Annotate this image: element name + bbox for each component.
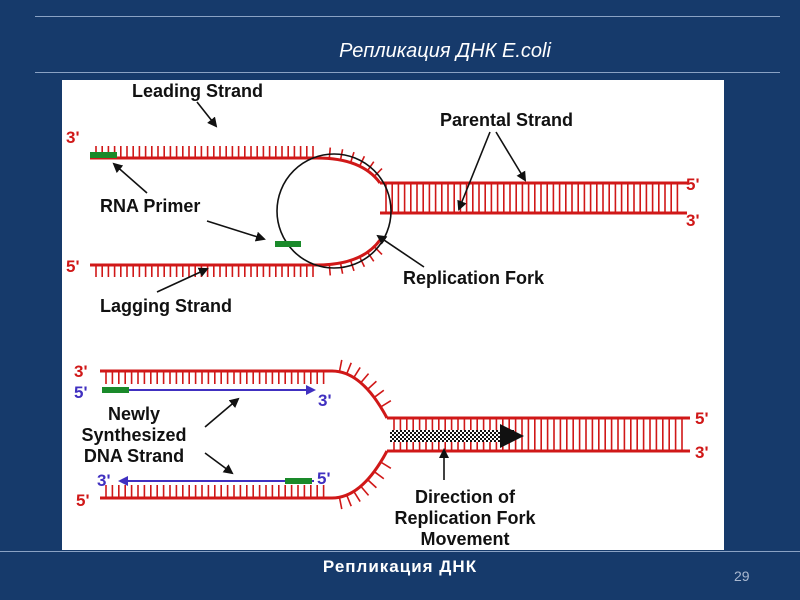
top-left-end-label: 3' xyxy=(66,128,80,147)
lagging-strand-arrow xyxy=(156,267,209,293)
newly-synthesized-line1: Newly xyxy=(108,404,160,424)
newly-synthesized-arrow-down xyxy=(204,452,234,475)
bottom-top-outer-left-label: 3' xyxy=(74,362,88,381)
base-pair-tick xyxy=(366,251,375,262)
base-pair-tick xyxy=(373,470,385,480)
base-pair-tick xyxy=(339,262,344,274)
rna-primer-top xyxy=(90,152,117,158)
direction-line1: Direction of xyxy=(415,487,516,507)
base-pair-tick xyxy=(380,461,392,470)
newly-synthesized-line3: DNA Strand xyxy=(84,446,184,466)
leading-strand-arrow xyxy=(196,101,218,128)
bottom-right-bottom-end-label: 3' xyxy=(695,443,709,462)
base-pair-tick xyxy=(360,485,370,496)
base-pair-tick xyxy=(367,479,377,489)
base-pair-tick xyxy=(380,399,392,408)
base-pair-tick xyxy=(345,494,352,507)
bottom-bottom-outer-backbone xyxy=(100,450,389,500)
parental-strand-arrow-2 xyxy=(495,131,527,182)
base-pair-tick xyxy=(358,256,366,268)
fork-movement-arrow-head xyxy=(500,424,524,448)
leading-strand-label: Leading Strand xyxy=(132,81,263,101)
base-pair-tick xyxy=(338,359,343,372)
direction-line3: Movement xyxy=(420,529,509,549)
slide-title: Репликация ДНК E.coli xyxy=(339,40,551,62)
diagram-panel: 3' 5' 5' 3' Leading Strand Parental Stra… xyxy=(62,80,724,550)
replication-fork-circle xyxy=(276,153,392,269)
bottom-top-outer-backbone xyxy=(100,369,389,419)
title-top-rule xyxy=(35,16,780,17)
rna-primer-lower-bottom xyxy=(285,478,312,484)
newly-synthesized-arrow-up xyxy=(204,397,240,428)
rna-primer-label: RNA Primer xyxy=(100,196,200,216)
page-number: 29 xyxy=(734,568,750,584)
rna-primer-arrow-1 xyxy=(112,162,148,194)
rna-primer-arrow-2 xyxy=(206,220,266,242)
parental-strand-arrow-1 xyxy=(457,131,491,211)
replication-fork-arrow xyxy=(376,234,425,268)
bottom-right-top-end-label: 5' xyxy=(695,409,709,428)
rna-primer-lower-top xyxy=(102,387,129,393)
base-pair-tick xyxy=(328,264,332,276)
leading-backbone xyxy=(90,156,382,184)
title-bottom-rule xyxy=(35,72,780,73)
base-pair-tick xyxy=(373,167,383,177)
direction-line2: Replication Fork xyxy=(394,508,536,528)
bottom-left-end-label: 5' xyxy=(66,257,80,276)
base-pair-tick xyxy=(373,246,383,256)
top-dna-structure xyxy=(90,146,687,277)
rna-primer-bottom xyxy=(275,241,301,247)
right-bottom-end-label: 3' xyxy=(686,211,700,230)
base-pair-tick xyxy=(328,147,332,159)
bottom-dna-structure xyxy=(100,359,690,510)
base-pair-tick xyxy=(373,389,385,399)
footer-rule xyxy=(0,551,800,552)
base-pair-tick xyxy=(345,362,352,375)
bottom-top-inner-left-label: 5' xyxy=(74,383,88,402)
bottom-bottom-inner-right-label: 5' xyxy=(317,469,331,488)
base-pair-tick xyxy=(353,367,361,379)
base-pair-tick xyxy=(366,161,375,172)
lagging-strand-label: Lagging Strand xyxy=(100,296,232,316)
base-pair-tick xyxy=(360,373,370,384)
base-pair-tick xyxy=(338,497,343,510)
base-pair-tick xyxy=(353,490,361,502)
base-pair-tick xyxy=(367,380,377,390)
bottom-bottom-inner-left-label: 3' xyxy=(97,471,111,490)
replication-fork-label: Replication Fork xyxy=(403,268,545,288)
right-top-end-label: 5' xyxy=(686,175,700,194)
dna-replication-diagram: 3' 5' 5' 3' Leading Strand Parental Stra… xyxy=(66,81,709,549)
bottom-top-inner-right-label: 3' xyxy=(318,391,332,410)
lagging-backbone xyxy=(90,239,382,267)
bottom-bottom-outer-left-label: 5' xyxy=(76,491,90,510)
parental-strand-label: Parental Strand xyxy=(440,110,573,130)
slide-footer: Репликация ДНК xyxy=(322,557,478,576)
newly-synthesized-line2: Synthesized xyxy=(81,425,186,445)
fork-movement-arrow-body xyxy=(390,430,514,442)
